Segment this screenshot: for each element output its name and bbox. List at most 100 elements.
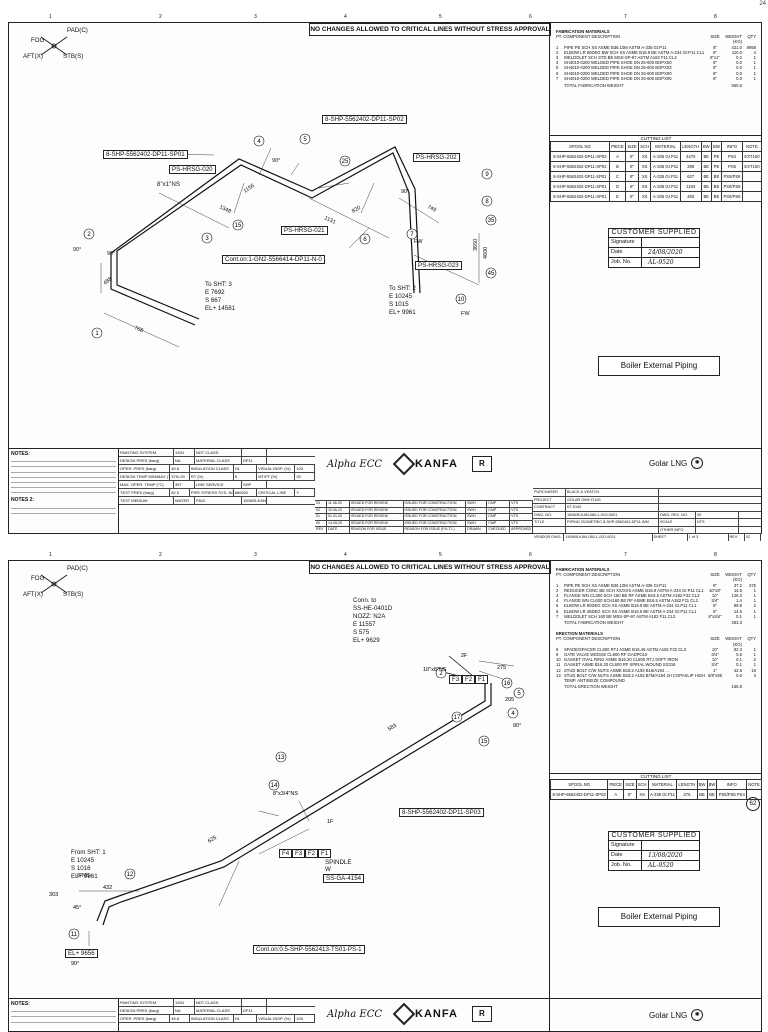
table-cell: ISSUED FOR CONSTRUCTION <box>404 507 467 514</box>
material-q: 2 <box>753 657 756 663</box>
material-d: SH4010-0200 WELDED PIPE SHOE DN 25-600 B… <box>564 75 672 81</box>
figure-marker: 62 <box>746 797 760 811</box>
table-cell: INSULATION CLASS <box>190 1015 234 1022</box>
table-cell: OPER. PRES (barg) <box>119 465 171 472</box>
material-s: 3/4" <box>711 652 719 658</box>
table-cell: 375/-29 <box>170 473 190 480</box>
material-s: 8"x1" <box>710 55 720 61</box>
cutting-list-header: SPOOL NO <box>549 779 609 790</box>
table-cell: PURCHASER <box>533 489 566 496</box>
material-n: 1 <box>556 44 559 50</box>
conn-s: S 575 <box>353 629 370 636</box>
pipe-support-tag: PS-HRSG-021 <box>281 226 328 235</box>
table-cell: CMP <box>487 507 511 514</box>
material-s: 8" <box>713 608 717 614</box>
table-cell: ISSUED FOR REVIEW <box>350 520 404 527</box>
golar-logo: Golar LNG✺ <box>649 1009 704 1021</box>
kanfa-logo: KANFA <box>392 452 458 476</box>
table-cell <box>242 999 267 1006</box>
cutting-list-cell: C <box>608 171 627 182</box>
cutting-list-cell: 483 <box>679 191 702 202</box>
table-cell: CMP <box>487 520 511 527</box>
material-q: 8958 <box>746 44 756 50</box>
flange-note: 1F <box>327 819 334 825</box>
balloon-label: 15 <box>235 223 242 229</box>
cutting-list-cell: BE <box>706 789 718 800</box>
table-cell: 10.06.20 <box>327 507 350 514</box>
zone-label: 3 <box>254 14 257 20</box>
elevation-label: EL+ 9656 <box>65 949 98 958</box>
table-cell: Y <box>295 489 315 496</box>
table-cell: 880502 <box>234 489 258 496</box>
dimension: 820 <box>351 205 362 215</box>
cutting-list-cell: 8" <box>623 789 637 800</box>
material-d: PIPE PE SCH XS ASME B36.10M ASTM A-335 G… <box>564 582 667 588</box>
flange-tag: F2 <box>305 849 319 858</box>
cutting-list-cell: 8-SHP-5562402-DP11-SP01 <box>550 181 610 192</box>
table-cell: PAINTING SYSTEM <box>119 999 174 1006</box>
balloon-label: 11 <box>71 932 78 938</box>
table-cell: 01.01.20 <box>327 514 350 520</box>
fabrication-materials: FABRICATION MATERIALS PT. COMPONENT DESC… <box>556 567 756 690</box>
cutting-list-cell: XS <box>635 789 649 800</box>
table-cell: TITLE <box>533 519 566 526</box>
angle-label: 90° <box>272 158 280 164</box>
isometric-drawing-1: 1 2 3 4 5 6 7 8 9 10 15 25 35 45 768 115… <box>73 133 497 348</box>
angle-label: 90° <box>401 189 409 195</box>
material-w: 0.0 <box>736 75 742 81</box>
table-cell: GOLAR GIMI FLNG <box>566 496 659 503</box>
cutting-list-header: NOTE <box>746 779 762 790</box>
table-cell: 150605-KAN-080-P-XB-0103 <box>243 497 267 504</box>
material-n: 13 <box>556 672 561 678</box>
material-w: 14.5 <box>733 608 742 614</box>
erect-title: ERECTION MATERIALS <box>556 631 603 637</box>
table-cell: CONTRACT <box>533 504 566 511</box>
dimension: 205 <box>505 697 514 703</box>
balloon-label: 2 <box>87 232 91 238</box>
fabrication-materials: FABRICATION MATERIALS PT. COMPONENT DESC… <box>556 29 756 89</box>
cutting-list-header: BW <box>700 141 712 152</box>
zone-label: 1 <box>49 552 52 558</box>
table-row: TEST MEDIUMWATERP&ID150605-KAN-080-P-XB-… <box>119 497 315 505</box>
zone-label: 6 <box>529 14 532 20</box>
material-d: WELDOLET SCH 160 BE MSS-SP-97 ASTM A182 … <box>564 613 676 619</box>
material-d: SH4010-0200 WELDED PIPE SHOE DN 25-600 B… <box>564 65 672 71</box>
cutting-list-cell: 8-SHP-5562402-DP11-SP02 <box>550 161 610 172</box>
table-cell: REASON FOR ISSUE (P.A.T.I.) <box>404 527 467 533</box>
material-s: 8" <box>713 70 717 76</box>
table-cell: NTS <box>696 519 739 526</box>
material-n: 1 <box>556 582 559 588</box>
cutting-list-cell: BE <box>710 191 723 202</box>
material-q: 1 <box>753 598 756 604</box>
table-cell: REV. <box>729 534 745 541</box>
material-n: 2 <box>556 49 559 55</box>
zone-label: 1 <box>49 14 52 20</box>
material-n: 2 <box>556 587 559 593</box>
pipe-support-tag: PS-HRSG-020 <box>169 165 216 174</box>
fab-total-label: TOTAL FABRICATION WEIGHT <box>564 83 624 89</box>
cutting-list-cell: EXT160 <box>741 151 763 162</box>
balloon-label: 4 <box>511 711 515 717</box>
table-cell: SWH <box>466 514 488 520</box>
balloon-label: 14 <box>271 783 278 789</box>
table-cell: WATER <box>174 497 195 504</box>
notes-heading: NOTES: <box>11 1001 30 1007</box>
table-cell: DP11 <box>242 457 267 464</box>
critical-line-notice: NO CHANGES ALLOWED TO CRITICAL LINES WIT… <box>309 561 551 574</box>
